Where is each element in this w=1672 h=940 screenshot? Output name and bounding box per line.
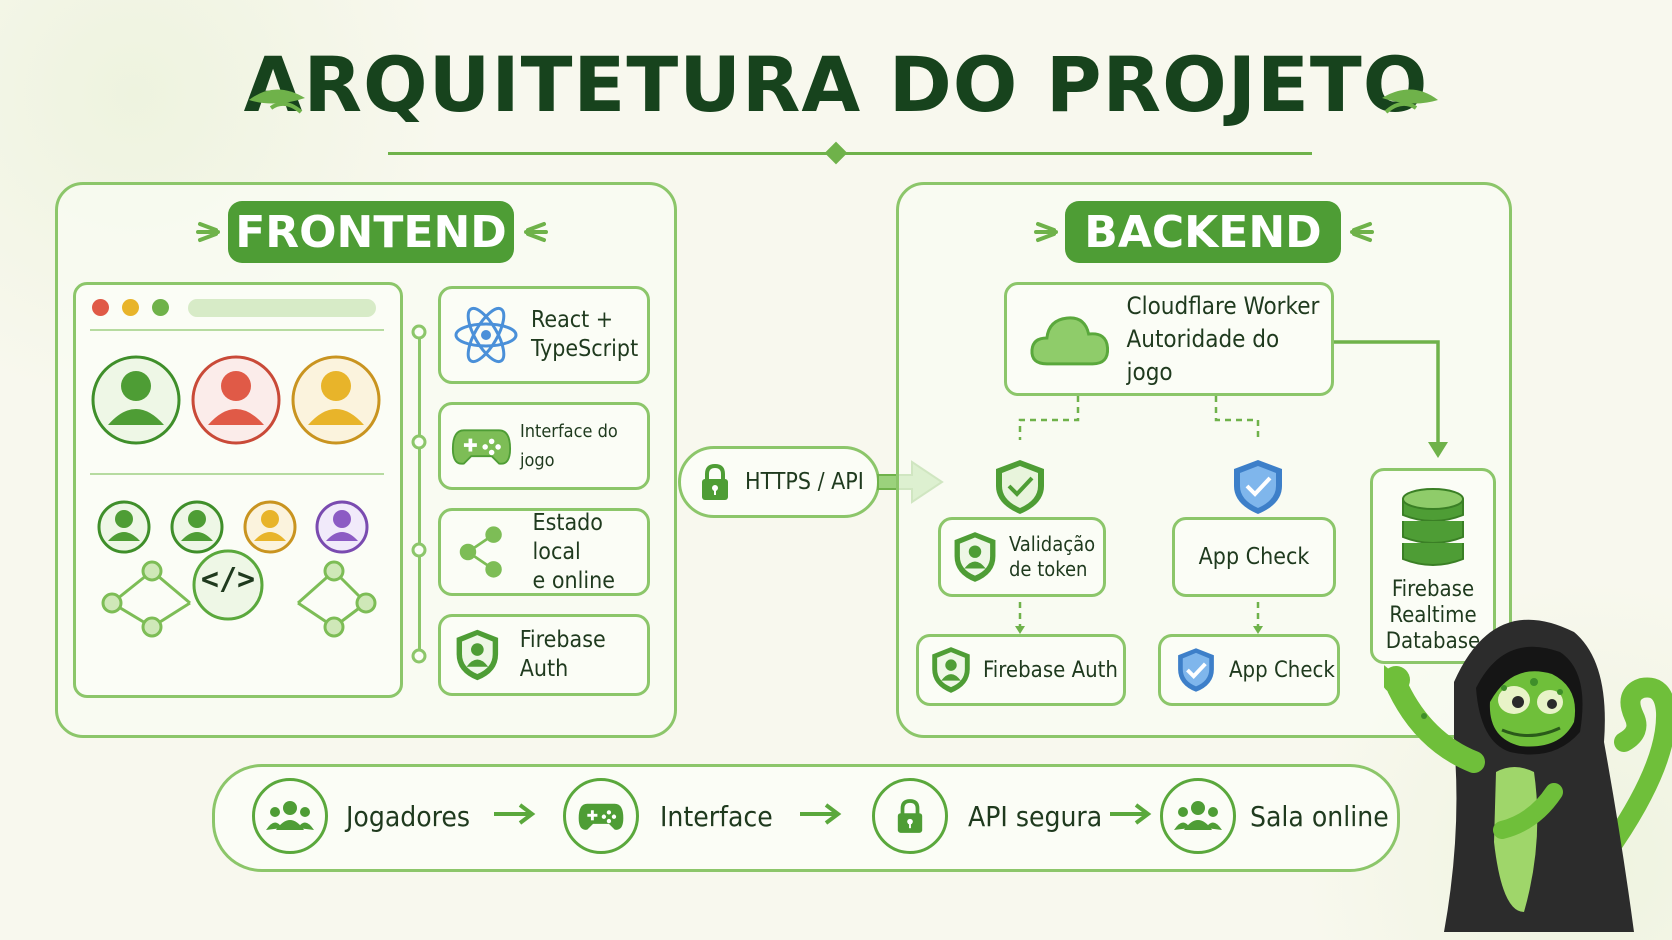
backend-firebase-auth-label: Firebase Auth — [983, 657, 1118, 683]
https-api-label: HTTPS / API — [745, 469, 864, 495]
card-react-line2: TypeScript — [531, 336, 639, 362]
title-divider — [388, 152, 1312, 155]
sparkle-icon — [524, 222, 548, 242]
lock-icon — [897, 799, 923, 833]
flow-step-interface-icon — [563, 778, 639, 854]
card-react-line1: React + — [531, 307, 614, 333]
app-check-bottom-card: App Check — [1158, 634, 1340, 706]
avatar-small-yellow — [243, 500, 297, 554]
shield-user-icon — [954, 532, 996, 582]
app-check-top-card: App Check — [1172, 517, 1336, 597]
database-line2: Realtime — [1389, 603, 1477, 628]
address-bar — [188, 299, 376, 317]
shield-check-blue-icon — [1178, 648, 1214, 692]
gamepad-icon — [451, 429, 512, 465]
flow-step-api-icon — [872, 778, 948, 854]
flow-step-interface-label: Interface — [660, 800, 773, 833]
avatar-small-green-2 — [170, 500, 224, 554]
app-check-top-label: App Check — [1198, 543, 1310, 570]
code-symbol: </> — [200, 562, 256, 597]
database-line3: Database — [1385, 629, 1481, 654]
frontend-heading: FRONTEND — [228, 201, 514, 263]
backend-heading: BACKEND — [1065, 201, 1341, 263]
gamepad-icon — [578, 803, 624, 830]
react-icon — [454, 306, 518, 364]
firebase-database-card: Firebase Realtime Database — [1370, 468, 1496, 664]
browser-window: </> — [73, 282, 403, 698]
flow-step-api-label: API segura — [968, 800, 1103, 833]
code-network — [101, 549, 377, 638]
cloud-icon — [1030, 316, 1110, 366]
database-line1: Firebase — [1391, 577, 1475, 602]
window-maximize-dot — [152, 299, 169, 316]
card-react: React + TypeScript — [438, 286, 650, 384]
flow-step-jogadores-icon — [252, 778, 328, 854]
leaf-right-icon — [1382, 89, 1438, 114]
validation-line1: Validação — [1009, 532, 1096, 556]
card-state-line2: e online — [532, 567, 615, 594]
flow-step-jogadores-label: Jogadores — [346, 800, 471, 833]
shield-check-blue-icon — [1234, 460, 1282, 514]
window-close-dot — [92, 299, 109, 316]
section-divider — [90, 473, 384, 475]
database-icon — [1402, 488, 1464, 566]
avatar-yellow — [291, 355, 381, 445]
shield-user-icon — [456, 629, 499, 681]
avatar-green — [91, 355, 181, 445]
validation-line2: de token — [1009, 557, 1088, 581]
sparkle-icon — [1034, 222, 1058, 242]
card-firebase-auth-label: Firebase Auth — [519, 627, 606, 682]
card-interface: Interface do jogo — [438, 402, 650, 490]
flow-step-sala-icon — [1160, 778, 1236, 854]
app-check-bottom-label: App Check — [1229, 657, 1335, 683]
card-interface-label: Interface do jogo — [519, 421, 618, 471]
avatar-red — [191, 355, 281, 445]
sparkle-icon — [1350, 222, 1374, 242]
page-title: ARQUITETURA DO PROJETO — [243, 40, 1429, 129]
users-icon — [266, 801, 314, 830]
title-diamond — [824, 141, 848, 165]
leaf-left-icon — [249, 89, 305, 114]
worker-line1: Cloudflare Worker — [1126, 291, 1320, 320]
https-api-connector: HTTPS / API — [678, 446, 880, 518]
card-connector-nodes — [411, 324, 427, 664]
card-connector-line — [418, 332, 421, 654]
sparkle-icon — [196, 222, 220, 242]
avatar-small-purple — [315, 500, 369, 554]
card-state-line1: Estado local — [532, 509, 603, 565]
chameleon-mascot-illustration — [1384, 619, 1672, 932]
share-icon — [459, 526, 502, 578]
flow-step-sala-label: Sala online — [1250, 800, 1389, 833]
backend-connectors — [996, 340, 1448, 634]
shield-user-icon — [932, 647, 970, 693]
avatar-small-green — [97, 500, 151, 554]
users-icon — [1174, 801, 1222, 830]
shield-check-icon — [996, 460, 1044, 514]
arrow-right-icon — [494, 803, 536, 825]
card-firebase-auth: Firebase Auth — [438, 614, 650, 696]
worker-line2: Autoridade do jogo — [1126, 324, 1280, 386]
arrow-right-icon — [1110, 803, 1152, 825]
window-minimize-dot — [122, 299, 139, 316]
avatar-grid — [91, 355, 381, 638]
lock-icon — [702, 463, 728, 500]
arrow-right-icon — [800, 803, 842, 825]
toolbar-divider — [90, 329, 384, 331]
backend-firebase-auth-card: Firebase Auth — [916, 634, 1126, 706]
